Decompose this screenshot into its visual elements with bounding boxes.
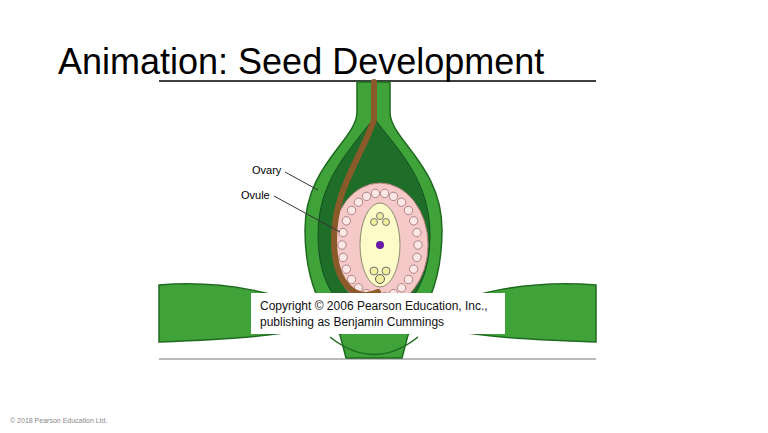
leader-line — [274, 196, 340, 232]
antipodal-cell — [377, 213, 384, 220]
ovule-cell — [389, 192, 397, 200]
ovule-cell — [414, 241, 422, 249]
ovule-cell — [347, 275, 355, 283]
antipodal-cell — [383, 219, 390, 226]
footer-note: © 2018 Pearson Education Ltd. — [10, 417, 107, 425]
ovule-cell — [397, 198, 405, 206]
copyright-box: Copyright © 2006 Pearson Education, Inc.… — [251, 293, 505, 334]
ovule-cell — [347, 206, 355, 214]
polar-nucleus — [376, 241, 384, 249]
ovule-cell — [409, 217, 417, 225]
leader-line — [285, 172, 318, 190]
ovule-cell — [339, 253, 347, 261]
ovule-cells — [338, 189, 422, 301]
receptacle — [330, 337, 418, 355]
ovule-cell — [371, 189, 379, 197]
ovule-cell — [380, 189, 388, 197]
embryo-sac — [360, 203, 400, 287]
ovule-cell — [354, 198, 362, 206]
pollen-tube — [334, 82, 378, 295]
ovule-cell — [404, 275, 412, 283]
ovule-cell — [342, 217, 350, 225]
ovule-cell — [413, 253, 421, 261]
copyright-text: Copyright © 2006 Pearson Education, Inc.… — [260, 298, 497, 330]
synergid — [370, 267, 378, 275]
egg-cell — [376, 275, 385, 284]
ovule-cell — [362, 192, 370, 200]
ovule-cell — [397, 284, 405, 292]
ovule-cell — [342, 265, 350, 273]
antipodal-cell — [371, 219, 378, 226]
ovule-cell — [338, 241, 346, 249]
ovule-cell — [339, 228, 347, 236]
part-label: Ovule — [241, 189, 270, 202]
ovule-cell — [404, 206, 412, 214]
ovule-cell — [409, 265, 417, 273]
slide-title: Animation: Seed Development — [58, 42, 544, 82]
ovule-cell — [413, 228, 421, 236]
part-label: Ovary — [252, 164, 281, 177]
synergid — [382, 267, 390, 275]
